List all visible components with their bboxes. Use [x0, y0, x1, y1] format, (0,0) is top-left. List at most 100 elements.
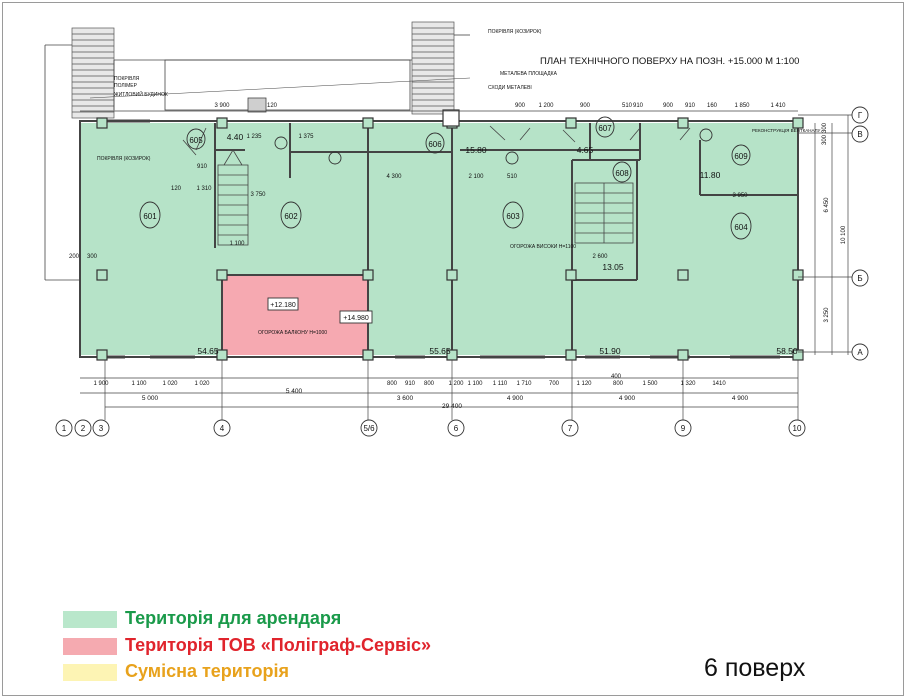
- legend-item-owner: Територія ТОВ «Поліграф-Сервіс»: [63, 635, 431, 657]
- dim-bottom1-10: 1 710: [516, 381, 532, 387]
- fence-label: ОГОРОЖА ВИСОКИ Н=1100: [510, 244, 576, 250]
- vent-label: РЕКОНСТРУКЦІЯ ВЕНТКАНАЛУ: [752, 128, 821, 133]
- area-value-8: 58.50: [776, 346, 798, 356]
- axis-col-3: 4: [220, 424, 225, 433]
- dim-small-120: 120: [171, 186, 182, 192]
- room-id-1: 602: [284, 212, 298, 221]
- legend-swatch-shared: [63, 664, 117, 681]
- dim-inner-9: 1 235: [246, 134, 262, 140]
- room-id-4: 605: [189, 136, 203, 145]
- elevation-12180: +12.180: [270, 302, 296, 309]
- dim-inner-8: 3 750: [250, 192, 266, 198]
- legend-swatch-tenant: [63, 611, 117, 628]
- dim-bottom1-2: 1 020: [162, 381, 178, 387]
- area-value-1: 15.80: [465, 145, 487, 155]
- dim-bottom1-11: 700: [549, 381, 560, 387]
- dim-top-7: 900: [663, 103, 674, 109]
- room-id-7: 608: [615, 169, 629, 178]
- dim-bottom2-2: 4 900: [507, 395, 524, 402]
- dim-bottom2-1: 3 600: [397, 395, 414, 402]
- dim-bottom1-5: 910: [405, 381, 416, 387]
- dim-inner-7: 3 950: [732, 193, 748, 199]
- legend-label-owner: Територія ТОВ «Поліграф-Сервіс»: [125, 635, 432, 655]
- area-value-4: 13.05: [602, 262, 624, 272]
- axis-col-4: 5/6: [363, 424, 375, 433]
- dim-right-1: 10 100: [841, 225, 847, 244]
- balcony-label: ОГОРОЖА БАЛКОНУ Н=1000: [258, 330, 327, 336]
- axis-col-6: 7: [568, 424, 573, 433]
- axis-col-8: 10: [793, 424, 802, 433]
- room-id-5: 606: [428, 140, 442, 149]
- neighbor-hatch-right: [411, 21, 455, 115]
- dimension-lines: [80, 77, 855, 420]
- dim-top-0: 3 900: [214, 103, 230, 109]
- axis-col-5: 6: [454, 424, 459, 433]
- dim-inner-10: 1 375: [298, 134, 314, 140]
- dim-top-9: 160: [707, 103, 718, 109]
- dim-bottom1-3: 1 020: [194, 381, 210, 387]
- dim-inner-3: 4 300: [386, 174, 402, 180]
- dim-bottom1-1: 1 100: [131, 381, 147, 387]
- dim-bottom1-9: 1 110: [493, 381, 508, 387]
- legend-label-shared: Сумісна територія: [125, 661, 289, 681]
- legend-item-tenant: Територія для арендаря: [63, 608, 423, 630]
- room-id-8: 609: [734, 152, 748, 161]
- dim-bottom1-4: 800: [387, 381, 398, 387]
- area-value-3: 11.80: [700, 170, 721, 180]
- dim-top-10: 1 850: [734, 103, 750, 109]
- axis-col-7: 9: [681, 424, 686, 433]
- dim-inner-11: 400: [611, 374, 622, 380]
- stair-left: [217, 149, 249, 246]
- dim-small-300: 300: [87, 254, 98, 260]
- dim-inner-2: 1 100: [229, 241, 245, 247]
- dim-axes-0: 5 400: [286, 388, 303, 395]
- dim-right-2: 3 250: [824, 307, 830, 323]
- stair-right: [574, 182, 634, 244]
- dim-top-5: 510: [622, 103, 633, 109]
- area-value-0: 4.40: [227, 132, 244, 142]
- room-id-0: 601: [143, 212, 157, 221]
- dim-inner-6: 2 600: [592, 254, 608, 260]
- dim-bottom2-3: 4 900: [619, 395, 636, 402]
- neighbor-hatch-left: [71, 27, 115, 119]
- context-lines: [44, 34, 470, 281]
- axis-col-2: 3: [99, 424, 104, 433]
- floor-label: 6 поверх: [704, 654, 806, 682]
- dim-small-200: 200: [69, 254, 80, 260]
- dim-bottom1-8: 1 100: [467, 381, 483, 387]
- dim-bottom1-0: 1 900: [93, 381, 109, 387]
- dim-inner-5: 510: [507, 174, 518, 180]
- tenant-zone-a: [80, 123, 798, 355]
- axis-bubbles: [55, 106, 869, 437]
- dim-top-4: 900: [580, 103, 591, 109]
- elevation-boxes: [267, 297, 373, 324]
- elevation-14980: +14.980: [343, 315, 369, 322]
- dim-bottom1-12: 1 120: [576, 381, 592, 387]
- door-swings: [182, 125, 691, 156]
- walls: [79, 120, 799, 358]
- axis-col-0: 1: [62, 424, 67, 433]
- dim-top-11: 1 410: [770, 103, 786, 109]
- axis-row-0: Г: [858, 111, 863, 120]
- area-value-7: 51.90: [599, 346, 621, 356]
- room-id-2: 603: [506, 212, 520, 221]
- neighbor-label-1: ПОКРІВЛЯ: [114, 76, 140, 82]
- area-value-5: 54.65: [197, 346, 219, 356]
- dim-top-6: 910: [633, 103, 644, 109]
- dim-top-2: 900: [515, 103, 526, 109]
- dim-total: 29 400: [442, 403, 462, 410]
- legend-swatch-owner: [63, 638, 117, 655]
- dim-right-0: 6 450: [824, 197, 830, 213]
- axis-row-2: Б: [857, 274, 862, 283]
- neighbor-building-label: ЖИТЛОВИЙ БУДИНОК: [114, 90, 168, 98]
- room-id-6: 607: [598, 124, 612, 133]
- axis-row-3: А: [857, 348, 863, 357]
- stairs-label: СХОДИ МЕТАЛЕВІ: [488, 85, 532, 91]
- axis-row-1: В: [857, 130, 862, 139]
- room-id-3: 604: [734, 223, 748, 232]
- dim-inner-0: 910: [197, 164, 208, 170]
- axis-col-1: 2: [81, 424, 86, 433]
- dim-right-4: 300: [822, 134, 828, 145]
- dim-inner-1: 1 310: [196, 186, 212, 192]
